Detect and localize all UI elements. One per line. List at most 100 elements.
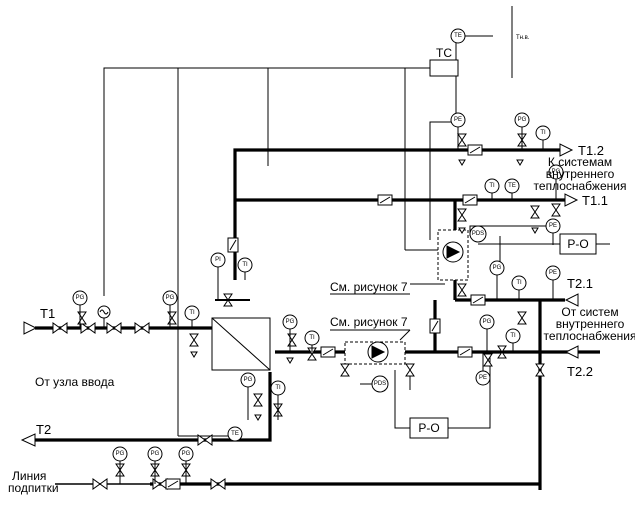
label-see-fig7-top: См. рисунок 7 <box>330 280 408 294</box>
valve-v-0 <box>77 311 87 325</box>
pg-t22-label: PG <box>483 319 492 325</box>
tc-label: TC <box>436 46 452 60</box>
valve-v-14 <box>517 311 527 325</box>
pi-supply-label: PI <box>215 257 221 263</box>
pg-t1-right-instrument: PG <box>162 290 178 306</box>
pe-t21-instrument: PE <box>545 265 561 281</box>
label-to-internal-1: К системам <box>548 155 612 169</box>
label-t22: T2.2 <box>567 364 593 379</box>
pe-t11-label: PE <box>549 223 557 229</box>
pg-makeup-1-instrument: PG <box>112 446 128 462</box>
arrows <box>20 143 579 447</box>
label-t2: T2 <box>36 422 51 437</box>
valve-v-19 <box>405 363 415 377</box>
te-t11-label: TE <box>508 183 516 189</box>
label-makeup-2: подпитки <box>8 481 59 495</box>
valve-v-15 <box>497 345 507 359</box>
ti-t12-label: TI <box>540 130 546 136</box>
pe-t12-instrument: PE <box>450 112 466 128</box>
valve-v-2 <box>189 333 199 347</box>
pe-t21-label: PE <box>549 270 557 276</box>
control-lines <box>103 6 610 437</box>
pump-top <box>437 229 469 281</box>
ti-t1-label: TI <box>189 310 195 316</box>
te-outdoor-bubble-label: TE <box>454 33 462 39</box>
pg-t2-label: PG <box>244 377 253 383</box>
pg-makeup-1-label: PG <box>116 451 125 457</box>
regulating-valve <box>97 305 111 328</box>
ti-t22-label: TI <box>510 333 516 339</box>
pg-t11-label: PG <box>552 169 561 175</box>
pds-top-instrument: PDS <box>469 225 487 243</box>
valve-v-4 <box>307 347 317 361</box>
labels: T1 T2 T1.2 T1.1 T2.1 T2.2 От узла ввода … <box>8 35 635 495</box>
ti-t21-label: TI <box>516 280 522 286</box>
label-from-systems-2: внутреннего <box>556 317 625 331</box>
pg-hx-out-label: PG <box>286 319 295 325</box>
pg-makeup-3-label: PG <box>182 451 191 457</box>
pds-bottom-instrument: PDS <box>371 375 389 393</box>
pg-t21-instrument: PG <box>489 260 505 276</box>
drain-4 <box>516 159 524 166</box>
drain-1 <box>286 357 294 364</box>
pg-t2-instrument: PG <box>240 372 256 388</box>
pg-t12-label: PG <box>518 117 527 123</box>
pg-makeup-3-instrument: PG <box>178 446 194 462</box>
valve-v-8 <box>457 133 467 147</box>
valve-v-11 <box>530 205 540 219</box>
label-t21: T2.1 <box>567 276 593 291</box>
drain-3 <box>458 159 466 166</box>
pg-t1-right-label: PG <box>166 295 175 301</box>
pg-makeup-2-label: PG <box>151 451 160 457</box>
ti-t11-label: TI <box>489 183 495 189</box>
valve-v-12 <box>551 203 561 217</box>
pipelines <box>35 148 600 490</box>
valve-v-7 <box>223 293 233 307</box>
label-makeup-1: Линия <box>12 469 46 483</box>
drain-5 <box>458 227 466 234</box>
label-outdoor-temp: Тн.в. <box>516 35 530 41</box>
pe-t12-label: PE <box>454 117 462 123</box>
pds-bottom-label: PDS <box>374 381 386 387</box>
valve-h-2 <box>80 322 96 334</box>
te-t2-label: TE <box>231 431 239 437</box>
valve-v-18 <box>340 363 350 377</box>
valve-h-1 <box>134 322 150 334</box>
pe-t11-instrument: PE <box>545 218 561 234</box>
pg-makeup-2-instrument: PG <box>147 446 163 462</box>
pg-t11-instrument: PG <box>548 164 564 180</box>
pg-hx-out-instrument: PG <box>282 314 298 330</box>
instruments: PG PG TI PG TI PG TI TE PI TI PE PG TI TI TE PG PE PDS PG T… <box>72 28 564 462</box>
ti-hx-out-label: TI <box>309 335 315 341</box>
valve-v-10 <box>457 208 467 222</box>
label-from-systems-3: теплоснабжения <box>544 329 635 343</box>
ti-t2-label: TI <box>275 385 281 391</box>
ti-t12-instrument: TI <box>535 125 551 141</box>
label-from-input-node: От узла ввода <box>35 375 115 389</box>
valve-v-17 <box>483 353 493 367</box>
label-to-internal-2: внутреннего <box>546 167 615 181</box>
label-t12: T1.2 <box>578 143 604 158</box>
valve-regulating <box>106 322 122 334</box>
ti-supply-instrument: TI <box>237 257 253 273</box>
pg-t21-label: PG <box>493 265 502 271</box>
ti-t22-instrument: TI <box>505 328 521 344</box>
valve-v-16 <box>535 363 545 377</box>
controller-tc: TC <box>429 46 459 77</box>
valve-v-13 <box>457 283 467 297</box>
label-to-internal-3: теплоснабжения <box>534 179 627 193</box>
ti-t2-instrument: TI <box>270 380 286 396</box>
po-bottom-label: P-O <box>418 421 439 435</box>
pe-t22-instrument: PE <box>475 370 491 386</box>
drain-2 <box>254 414 262 421</box>
te-t11-instrument: TE <box>504 178 520 194</box>
pg-t22-instrument: PG <box>479 314 495 330</box>
ti-hx-out-instrument: TI <box>304 330 320 346</box>
valve-v-1 <box>167 311 177 325</box>
controller-po-top: P-O <box>559 233 597 255</box>
controller-po-bottom: P-O <box>409 417 449 439</box>
valve-v-5 <box>253 393 263 407</box>
drain-6 <box>531 227 539 234</box>
label-see-fig7-bottom: См. рисунок 7 <box>330 315 408 329</box>
